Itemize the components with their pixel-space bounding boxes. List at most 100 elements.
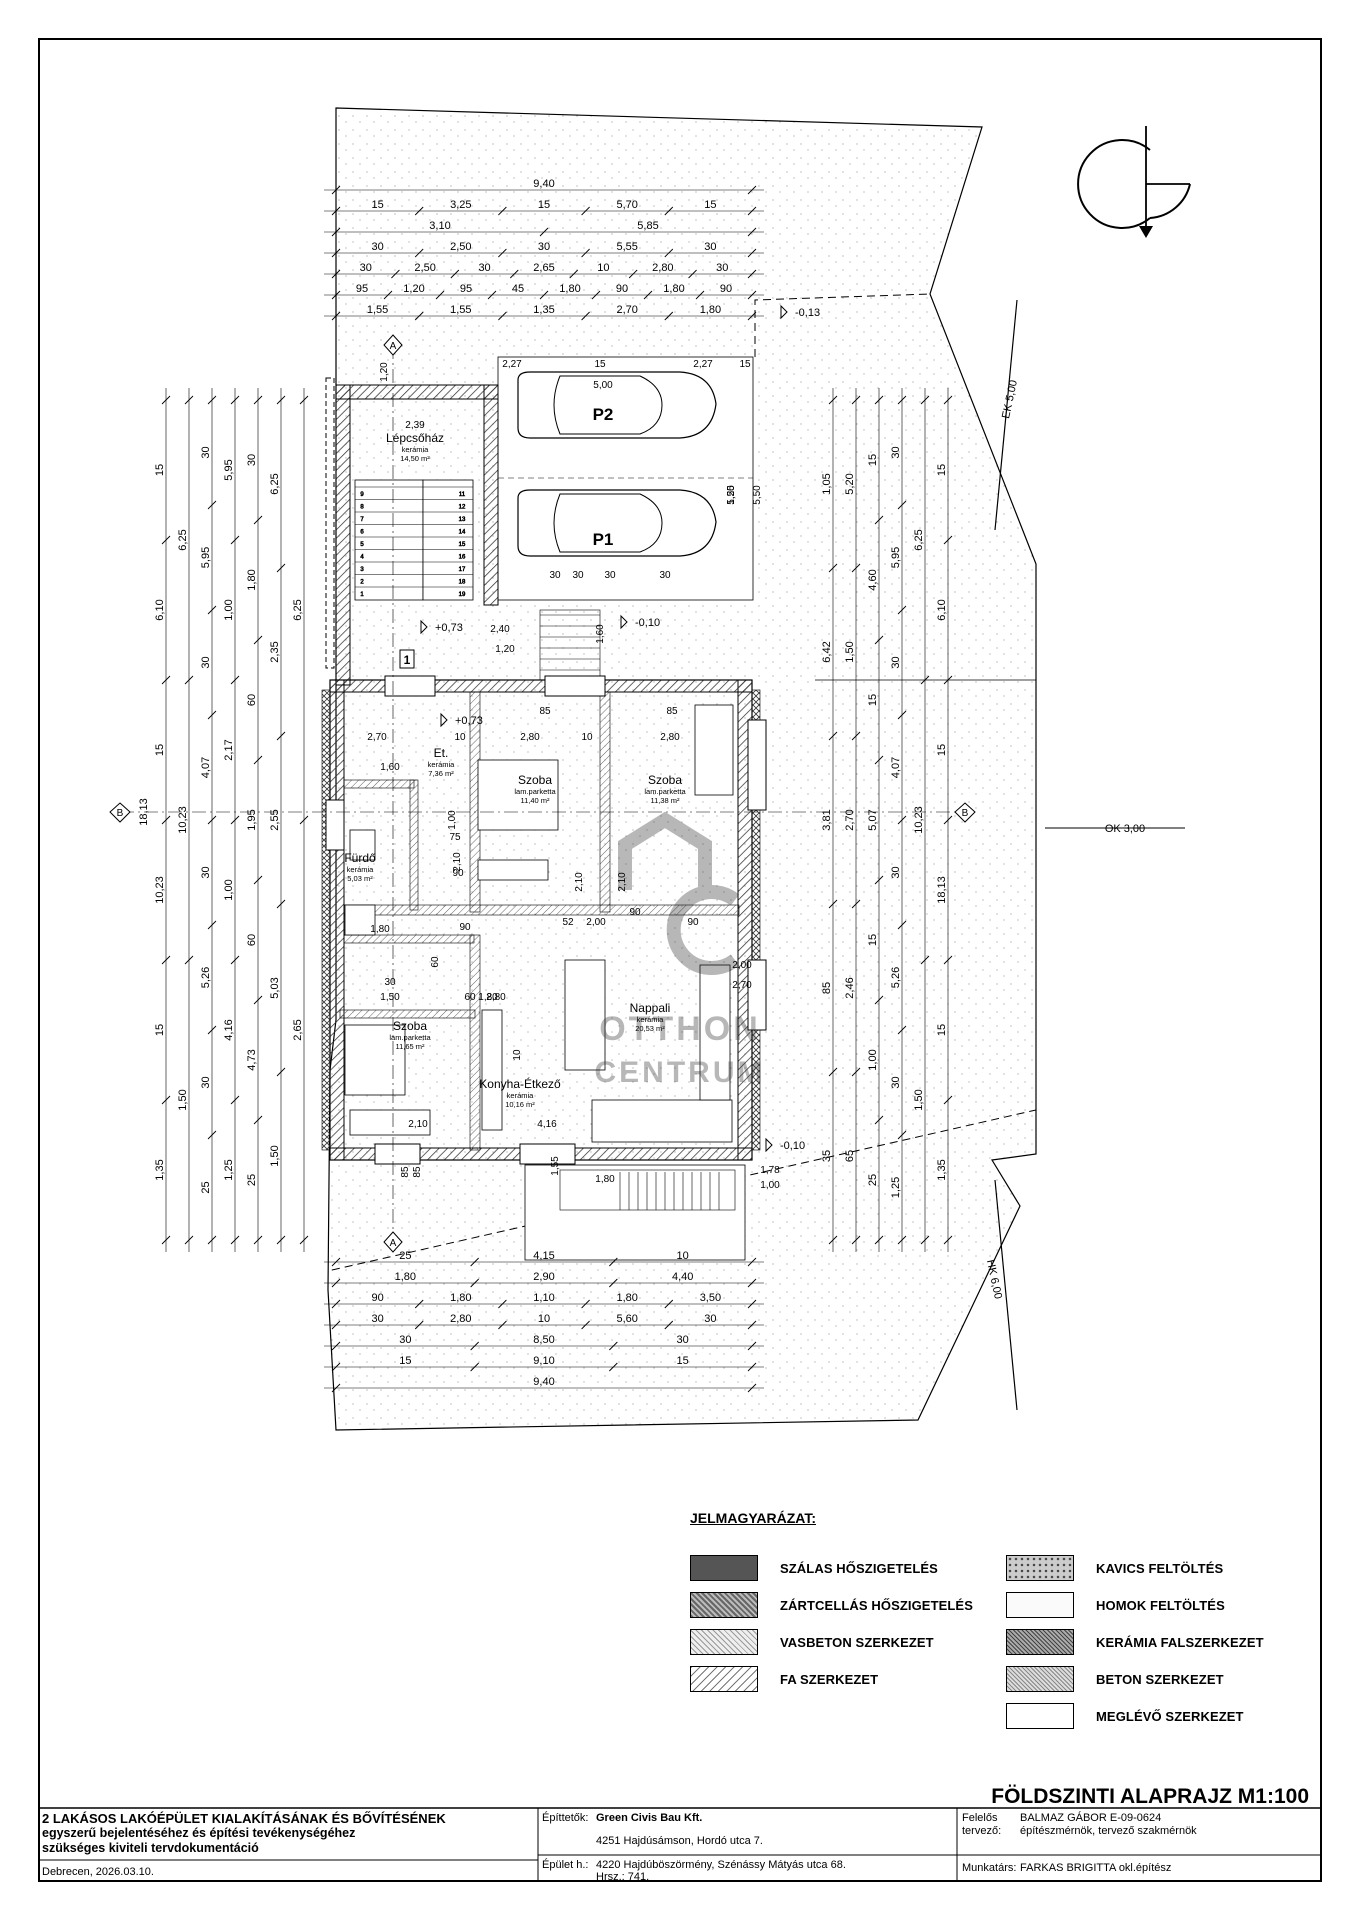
dimension-value: 9,40 — [533, 1376, 554, 1388]
legend-swatch — [1006, 1592, 1074, 1618]
dimension-value: 2,70 — [844, 809, 856, 830]
dimension-value: 30 — [677, 1334, 689, 1346]
dimension-value: 2,50 — [450, 241, 471, 253]
dimension-value: 4,16 — [223, 1019, 235, 1040]
level-marker-icon — [780, 304, 788, 320]
dimension-value: 3,25 — [450, 199, 471, 211]
inner-dimension-value: 75 — [449, 832, 461, 843]
inner-dimension-value: 1,50 — [380, 992, 400, 1003]
axis-marker-b-right: B — [954, 802, 976, 823]
level-marker-icon — [765, 1137, 773, 1153]
dimension-value: 5,95 — [200, 547, 212, 568]
dimension-value: 25 — [246, 1174, 258, 1186]
inner-dimension-value: 4,16 — [537, 1119, 557, 1130]
inner-dimension-value: 2,10 — [408, 1119, 428, 1130]
dimension-value: 5,85 — [637, 220, 658, 232]
inner-dimension-value: 30 — [549, 570, 561, 581]
legend-swatch — [1006, 1703, 1074, 1729]
dimension-value: 60 — [246, 694, 258, 706]
dimension-value: 5,07 — [867, 809, 879, 830]
dimension-value: 2,35 — [269, 641, 281, 662]
inner-dimension-value: 5,50 — [752, 485, 763, 505]
room-finish: lam.parketta — [644, 787, 686, 796]
builder-name: Green Civis Bau Kft. — [596, 1812, 703, 1824]
dimension-value: 10 — [597, 262, 609, 274]
dimension-value: 1,10 — [533, 1292, 554, 1304]
dimension-value: 1,05 — [821, 473, 833, 494]
legend-item: MEGLÉVŐ SZERKEZET — [1006, 1703, 1244, 1729]
dimension-value: 1,35 — [936, 1159, 948, 1180]
legend-label: MEGLÉVŐ SZERKEZET — [1096, 1708, 1244, 1724]
dimension-value: 30 — [360, 262, 372, 274]
dimension-value: 5,55 — [616, 241, 637, 253]
stair-step-number: 1 — [360, 592, 364, 598]
dimension-value: 1,55 — [367, 304, 388, 316]
dimension-value: 90 — [371, 1292, 383, 1304]
place-date: Debrecen, 2026.03.10. — [42, 1866, 154, 1878]
dimension-value: 2,50 — [414, 262, 435, 274]
stair-step-number: 9 — [360, 492, 364, 498]
lot-number: Hrsz.: 741. — [596, 1871, 650, 1883]
dimension-value: 30 — [538, 241, 550, 253]
dimension-value: 6,10 — [936, 599, 948, 620]
dimension-value: 1,55 — [450, 304, 471, 316]
dimension-value: 15 — [154, 464, 166, 476]
stair-step-number: 2 — [360, 580, 364, 586]
inner-dimension-value: 1,60 — [595, 624, 606, 644]
project-title-line1: 2 LAKÁSOS LAKÓÉPÜLET KIALAKÍTÁSÁNAK ÉS B… — [42, 1811, 446, 1826]
level-labels: -0,13+0,73-0,10+0,73-0,10 — [420, 304, 820, 1153]
dimension-value: 30 — [200, 866, 212, 878]
inner-dimension-value: 85 — [412, 1166, 423, 1178]
dimension-value: 1,80 — [246, 569, 258, 590]
level-value: +0,73 — [435, 622, 463, 634]
room-area: 20,53 m² — [635, 1024, 665, 1033]
stair-step-number: 18 — [459, 580, 466, 586]
stair-number-badge: 1 — [399, 649, 415, 669]
inner-dimension-value: 60 — [430, 956, 441, 968]
inner-dimension-value: 1,60 — [380, 762, 400, 773]
dimension-value: 1,20 — [403, 283, 424, 295]
dimension-value: 15 — [936, 1024, 948, 1036]
dimension-value: 15 — [936, 464, 948, 476]
dimension-value: 1,80 — [395, 1271, 416, 1283]
drawing-sheet — [38, 38, 1322, 1882]
inner-dimension-value: 2,10 — [574, 872, 585, 892]
dimension-value: 5,20 — [844, 473, 856, 494]
inner-dimension-value: 2,80 — [486, 992, 506, 1003]
dimension-value: 30 — [478, 262, 490, 274]
inner-dimension-value: 90 — [629, 907, 641, 918]
dimension-value: 95 — [356, 283, 368, 295]
inner-dimension-value: 30 — [384, 977, 396, 988]
overall-height-dimension: 18,13 — [138, 798, 150, 826]
dimension-value: 2,55 — [269, 809, 281, 830]
dimension-value: 30 — [716, 262, 728, 274]
dimension-value: 25 — [867, 1174, 879, 1186]
room-finish: lam.parketta — [389, 1033, 431, 1042]
legend-label: ZÁRTCELLÁS HŐSZIGETELÉS — [780, 1597, 973, 1613]
dimension-value: 8,50 — [533, 1334, 554, 1346]
room-area: 11,38 m² — [650, 796, 680, 805]
assistant-name: FARKAS BRIGITTA okl.építész — [1020, 1862, 1172, 1874]
room-area: 14,50 m² — [400, 454, 430, 463]
designer-title: építészmérnök, tervező szakmérnök — [1020, 1825, 1197, 1837]
legend-title: JELMAGYARÁZAT: — [690, 1510, 817, 1526]
inner-dimension-value: 1,80 — [478, 992, 498, 1003]
dimension-value: 30 — [704, 241, 716, 253]
inner-dimension-value: 15 — [594, 359, 606, 370]
inner-dimension-value: 5,20 — [726, 485, 737, 505]
dimension-value: 2,80 — [652, 262, 673, 274]
dimension-value: 4,07 — [200, 757, 212, 778]
setback-line — [994, 299, 1018, 531]
inner-dimension-value: 1,20 — [495, 644, 515, 655]
legend-label: BETON SZERKEZET — [1096, 1671, 1224, 1687]
dimension-value: 1,35 — [533, 304, 554, 316]
building-address: 4220 Hajdúböszörmény, Szénássy Mátyás ut… — [596, 1859, 846, 1871]
inner-dimension-value: 2,80 — [660, 732, 680, 743]
inner-dimension-value: 90 — [459, 922, 471, 933]
stair-step-number: 15 — [459, 542, 466, 548]
dimension-value: 30 — [890, 446, 902, 458]
inner-dimension-value: 2,27 — [502, 359, 522, 370]
stair-step-number: 6 — [360, 530, 364, 536]
